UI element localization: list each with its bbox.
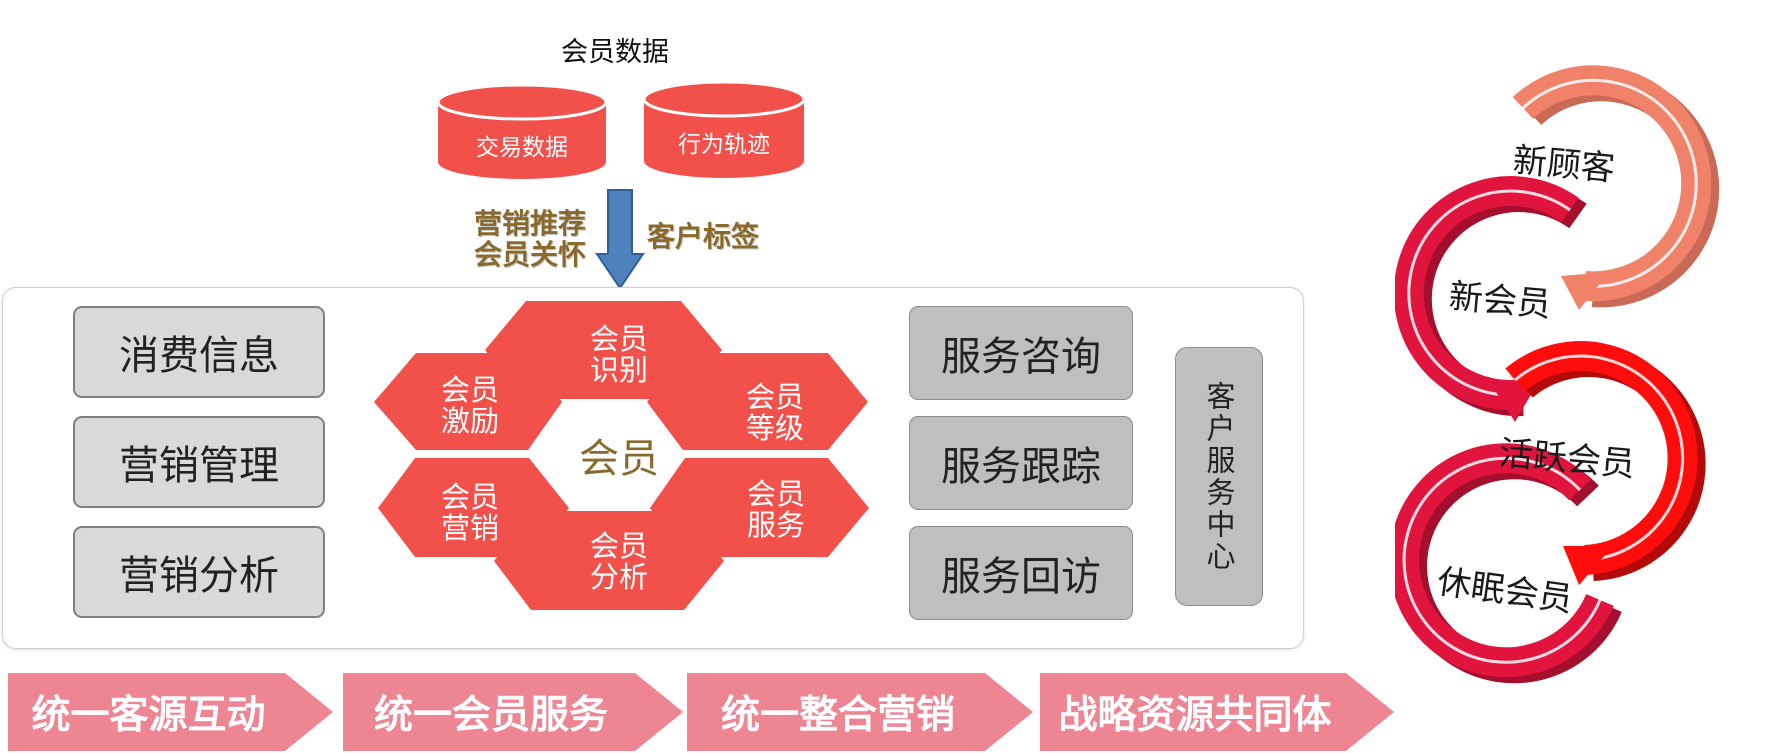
lifecycle-ring-dormant-member <box>1395 443 1622 684</box>
database-behavior: 行为轨迹 <box>642 80 806 179</box>
lifecycle-label-new-customer: 新顾客 <box>1511 141 1616 190</box>
marketing-management-box: 营销管理 <box>73 416 325 508</box>
member-lifecycle-diagram: 新顾客 新会员 活跃会员 休眠会员 <box>1395 65 1720 684</box>
service-tracking-box: 服务跟踪 <box>909 416 1133 510</box>
lifecycle-label-new-member: 新会员 <box>1447 277 1552 326</box>
hex-text: 会员 <box>441 373 499 407</box>
marketing-recommend-label: 营销推荐 <box>474 207 587 240</box>
customer-service-center-box: 客户服务中心 <box>1175 347 1263 606</box>
hex-member-identify <box>485 301 722 399</box>
lifecycle-ring-active-member <box>1505 341 1706 585</box>
chevron-strategic-resource-community: 战略资源共同体 <box>1040 673 1394 751</box>
hex-text: 识别 <box>590 353 648 387</box>
hex-text: 等级 <box>746 411 804 445</box>
hex-text: 会员 <box>590 529 648 563</box>
hex-text: 会员 <box>441 480 499 514</box>
hex-member-service <box>650 458 869 557</box>
chevron-unified-integrated-marketing: 统一整合营销 <box>687 673 1033 751</box>
hex-text: 分析 <box>590 560 648 594</box>
chevron-unified-customer-interaction: 统一客源互动 <box>8 673 333 751</box>
hex-text: 会员 <box>746 380 804 414</box>
consumption-info-box: 消费信息 <box>73 306 325 398</box>
service-revisit-box: 服务回访 <box>909 526 1133 620</box>
arrow-left-label: 营销推荐 会员关怀 <box>474 208 586 270</box>
database-cylinder-icon <box>436 83 608 179</box>
database-label: 交易数据 <box>476 135 568 161</box>
down-arrow-icon <box>595 189 645 290</box>
hex-member-analysis <box>494 511 724 610</box>
hex-center-member: 会员 <box>579 436 659 482</box>
member-care-label: 会员关怀 <box>474 238 587 271</box>
lifecycle-label-dormant-member: 休眠会员 <box>1435 562 1575 621</box>
marketing-analysis-box: 营销分析 <box>73 526 325 618</box>
hex-text: 营销 <box>441 511 499 545</box>
lifecycle-ring-new-member <box>1395 176 1587 422</box>
hex-member-incentive <box>374 353 562 450</box>
service-consult-box: 服务咨询 <box>909 306 1133 400</box>
database-cylinder-icon <box>642 80 806 178</box>
customer-service-center-label: 客户服务中心 <box>1202 380 1236 573</box>
database-transaction: 交易数据 <box>436 83 608 180</box>
chevron-unified-member-service: 统一会员服务 <box>343 673 683 751</box>
database-label: 行为轨迹 <box>678 132 770 158</box>
member-data-title: 会员数据 <box>561 37 669 68</box>
hex-text: 激励 <box>441 404 499 438</box>
hex-text: 会员 <box>590 322 648 356</box>
lifecycle-ring-new-customer <box>1512 65 1720 310</box>
hex-text: 服务 <box>747 508 805 542</box>
hex-text: 会员 <box>747 477 805 511</box>
customer-tag-label: 客户标签 <box>647 220 760 253</box>
hex-member-level <box>647 353 868 450</box>
member-hexagon-diagram: 会员 识别 会员 激励 会员 等级 会员 营销 会员 服务 会员 分析 会员 <box>374 301 869 610</box>
